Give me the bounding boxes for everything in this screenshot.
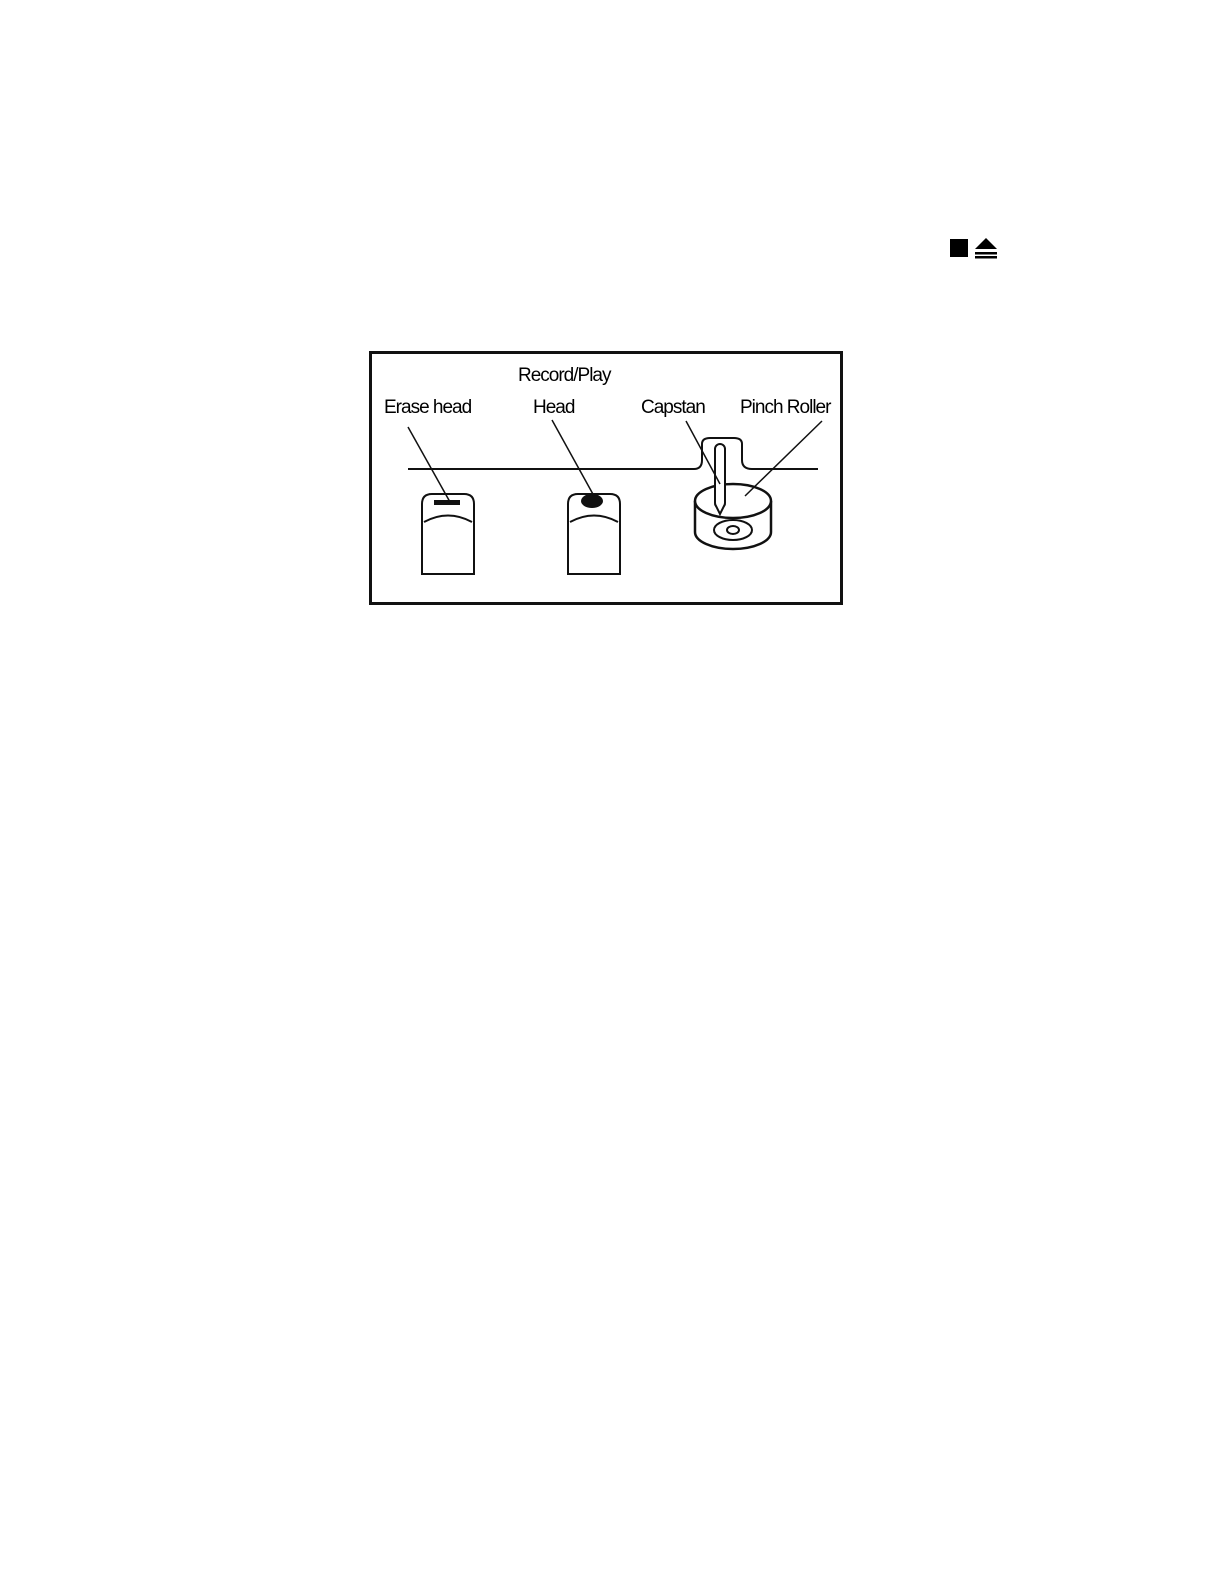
record-play-head-drawing [568, 494, 620, 574]
stop-icon [950, 239, 968, 257]
pinch-roller-leader [745, 421, 822, 496]
tape-head-diagram: Record/Play Erase head Head Capstan Pinc… [369, 351, 843, 605]
record-play-label: Record/Play [518, 366, 611, 386]
tape-path-line [408, 438, 818, 469]
head-label: Head [533, 398, 574, 418]
pinch-roller-drawing [695, 484, 771, 549]
erase-head-drawing [422, 494, 474, 574]
erase-head-label: Erase head [384, 398, 471, 418]
head-leader [552, 420, 594, 496]
eject-icon [974, 237, 998, 259]
erase-head-leader [408, 427, 450, 502]
pinch-roller-label: Pinch Roller [740, 398, 830, 418]
capstan-label: Capstan [641, 398, 705, 418]
tape-path-drawing [372, 354, 840, 602]
stop-eject-symbol [950, 236, 1002, 260]
